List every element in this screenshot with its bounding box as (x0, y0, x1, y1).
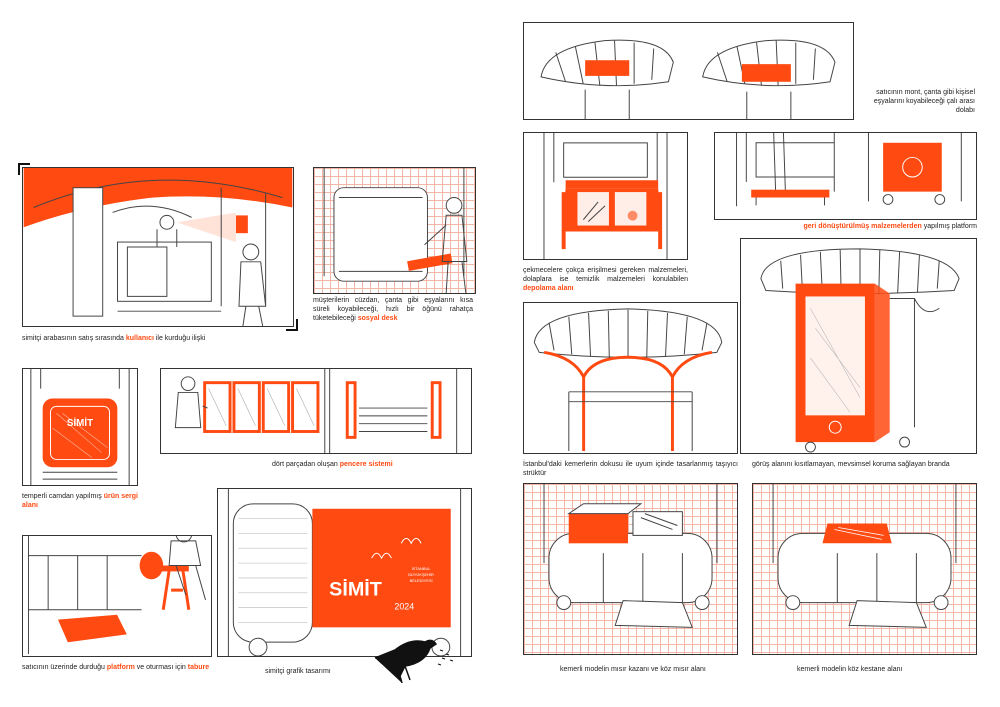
illustration-cart-seller (23, 168, 293, 326)
illustration-arch-structure (533, 308, 723, 452)
caption-arch-structure: İstanbul'daki kemerlerin dokusu ile uyum… (523, 461, 738, 477)
panel-graphic-design: SİMİT 2024 İSTANBUL BÜYÜKŞEHİR BELEDİYES… (217, 488, 472, 657)
illustration-display-case: SİMİT (30, 369, 130, 485)
caption-recycled-platform: geri dönüştürülmüş malzemelerden yapılmı… (803, 223, 978, 230)
illustration-windows (174, 369, 458, 453)
illustration-graphic-cart: SİMİT 2024 İSTANBUL BÜYÜKŞEHİR BELEDİYES… (227, 489, 462, 656)
caption-product-display: temperli camdan yapılmış ürün sergi alan… (22, 493, 138, 509)
illustration-tarpaulin (760, 248, 960, 453)
panel-product-display: SİMİT (22, 368, 138, 486)
crow-icon (374, 639, 454, 683)
panel-social-desk (313, 167, 476, 294)
display-word: SİMİT (67, 418, 93, 429)
panel-window-system (160, 368, 472, 454)
frame-corner (286, 319, 298, 331)
caption-platform-stool: satıcının üzerinde durduğu platform ve o… (22, 664, 210, 671)
graphic-word: SİMİT (329, 578, 382, 601)
caption-canopy-cabinet: satıcının mont, çanta gibi kişisel eşyal… (873, 89, 975, 114)
illustration-chestnut-area (772, 484, 957, 628)
caption-window-system: dört parçadan oluşan pencere sistemi (272, 461, 393, 468)
caption-chestnut-area: kemerli modelin köz kestane alanı (797, 666, 903, 673)
caption-storage: çekmecelere çokça erişilmesi gereken mal… (523, 267, 688, 292)
panel-platform-stool (22, 535, 212, 657)
panel-chestnut-area (752, 483, 977, 655)
panel-user-relation (22, 167, 294, 327)
graphic-year: 2024 (394, 602, 414, 612)
illustration-corn-area (543, 484, 718, 628)
graphic-logo-line-3: BELEDİYESİ (410, 578, 433, 583)
caption-user-relation: simitçi arabasının satış sırasında kulla… (22, 335, 206, 342)
caption-tarpaulin: görüş alanını kısıtlamayan, mevsimsel ko… (752, 461, 950, 468)
caption-social-desk: müşterilerin cüzdan, çanta gibi eşyaları… (313, 297, 473, 322)
panel-storage (523, 132, 688, 260)
caption-corn-area: kemerli modelin mısır kazanı ve köz mısı… (560, 666, 706, 673)
illustration-canopy-cabinet (540, 39, 836, 119)
illustration-storage (543, 133, 668, 259)
illustration-social-desk (323, 168, 468, 293)
panel-corn-area (523, 483, 738, 655)
graphic-logo-line-1: İSTANBUL (412, 566, 432, 571)
illustration-platform-stool (27, 536, 206, 655)
panel-tarpaulin (740, 238, 977, 454)
panel-recycled-platform (714, 132, 977, 220)
panel-canopy-cabinet (523, 22, 854, 120)
frame-corner (18, 163, 30, 175)
graphic-logo-line-2: BÜYÜKŞEHİR (408, 572, 434, 577)
illustration-recycled-platform (736, 133, 962, 207)
caption-graphic-design: simitçi grafik tasarımı (265, 668, 331, 675)
panel-arch-structure (523, 302, 738, 454)
